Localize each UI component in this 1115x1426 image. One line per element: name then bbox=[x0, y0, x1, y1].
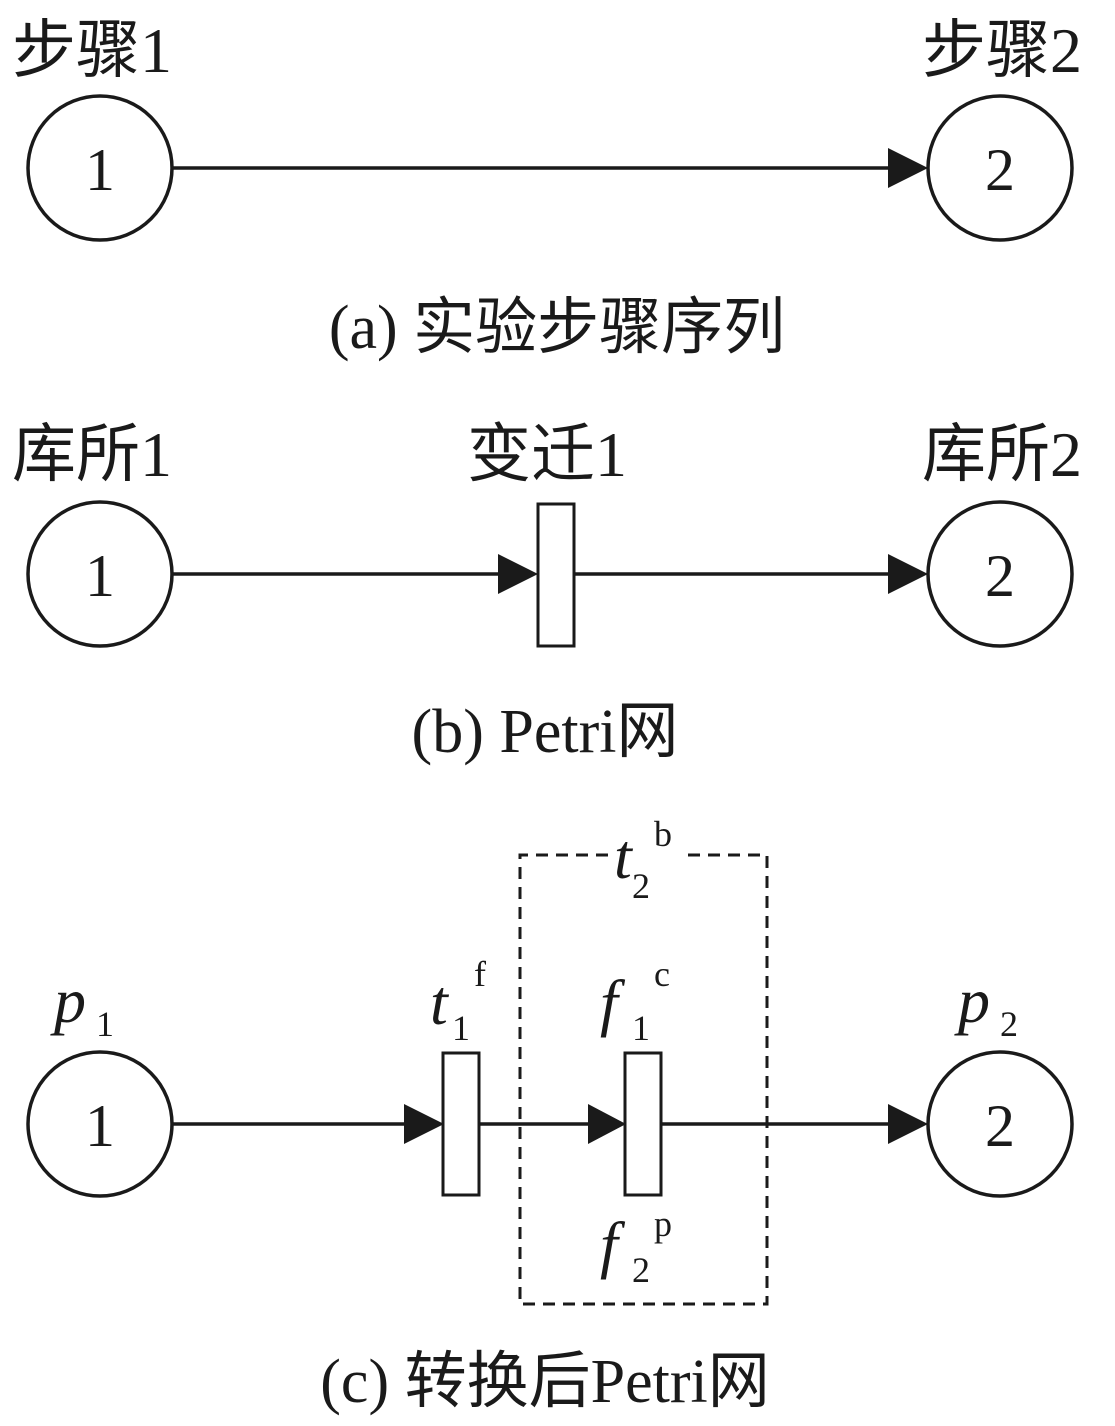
step1-node-number: 1 bbox=[85, 137, 115, 203]
p1-node-number: 1 bbox=[85, 1093, 115, 1159]
caption-c: (c) 转换后Petri网 bbox=[320, 1348, 769, 1416]
f1-bar bbox=[623, 1051, 663, 1197]
p2-label: p bbox=[954, 965, 990, 1036]
step1-label: 步骤1 bbox=[12, 15, 172, 86]
arc-p1-t1-head bbox=[404, 1104, 444, 1144]
t1-superscript: f bbox=[474, 954, 486, 994]
f2-superscript: p bbox=[654, 1204, 672, 1244]
place1-label: 库所1 bbox=[12, 419, 172, 490]
transition1-label: 变迁1 bbox=[467, 419, 627, 490]
panel-a: 步骤1 步骤2 1 2 (a) 实验步骤序列 bbox=[12, 15, 1082, 362]
panel-c: t 2 b p 1 p 2 t 1 f f 1 c f 2 p 1 2 bbox=[26, 814, 1074, 1416]
t2-superscript: b bbox=[654, 814, 672, 854]
f2-label: f bbox=[600, 1209, 626, 1280]
f1-superscript: c bbox=[654, 954, 670, 994]
p2-node-number: 2 bbox=[985, 1093, 1015, 1159]
caption-a: (a) 实验步骤序列 bbox=[329, 294, 785, 362]
place2-label: 库所2 bbox=[922, 419, 1082, 490]
arc-t1-f1-head bbox=[588, 1104, 626, 1144]
p1-label: p bbox=[50, 965, 86, 1036]
panel-b: 库所1 变迁1 库所2 1 2 (b) Petri网 bbox=[12, 419, 1082, 766]
place1-node-number: 1 bbox=[85, 543, 115, 609]
step2-label: 步骤2 bbox=[922, 15, 1082, 86]
p2-subscript: 2 bbox=[1000, 1004, 1018, 1044]
f2-subscript: 2 bbox=[632, 1250, 650, 1290]
step2-node-number: 2 bbox=[985, 137, 1015, 203]
f1-subscript: 1 bbox=[632, 1008, 650, 1048]
t1-label: t bbox=[430, 967, 450, 1038]
arc-place1-transition1-head bbox=[498, 554, 538, 594]
t1-bar bbox=[441, 1051, 481, 1197]
arc-f1-p2-head bbox=[888, 1104, 928, 1144]
t2-label: t bbox=[614, 821, 634, 892]
f1-label: f bbox=[600, 967, 626, 1038]
step-arrow-head bbox=[888, 148, 928, 188]
t2-subscript: 2 bbox=[632, 866, 650, 906]
place2-node-number: 2 bbox=[985, 543, 1015, 609]
t1-subscript: 1 bbox=[452, 1008, 470, 1048]
p1-subscript: 1 bbox=[96, 1004, 114, 1044]
composite-transition-box bbox=[518, 853, 769, 1306]
arc-transition1-place2-head bbox=[888, 554, 928, 594]
transition1-bar bbox=[536, 502, 576, 648]
caption-b: (b) Petri网 bbox=[412, 698, 679, 766]
